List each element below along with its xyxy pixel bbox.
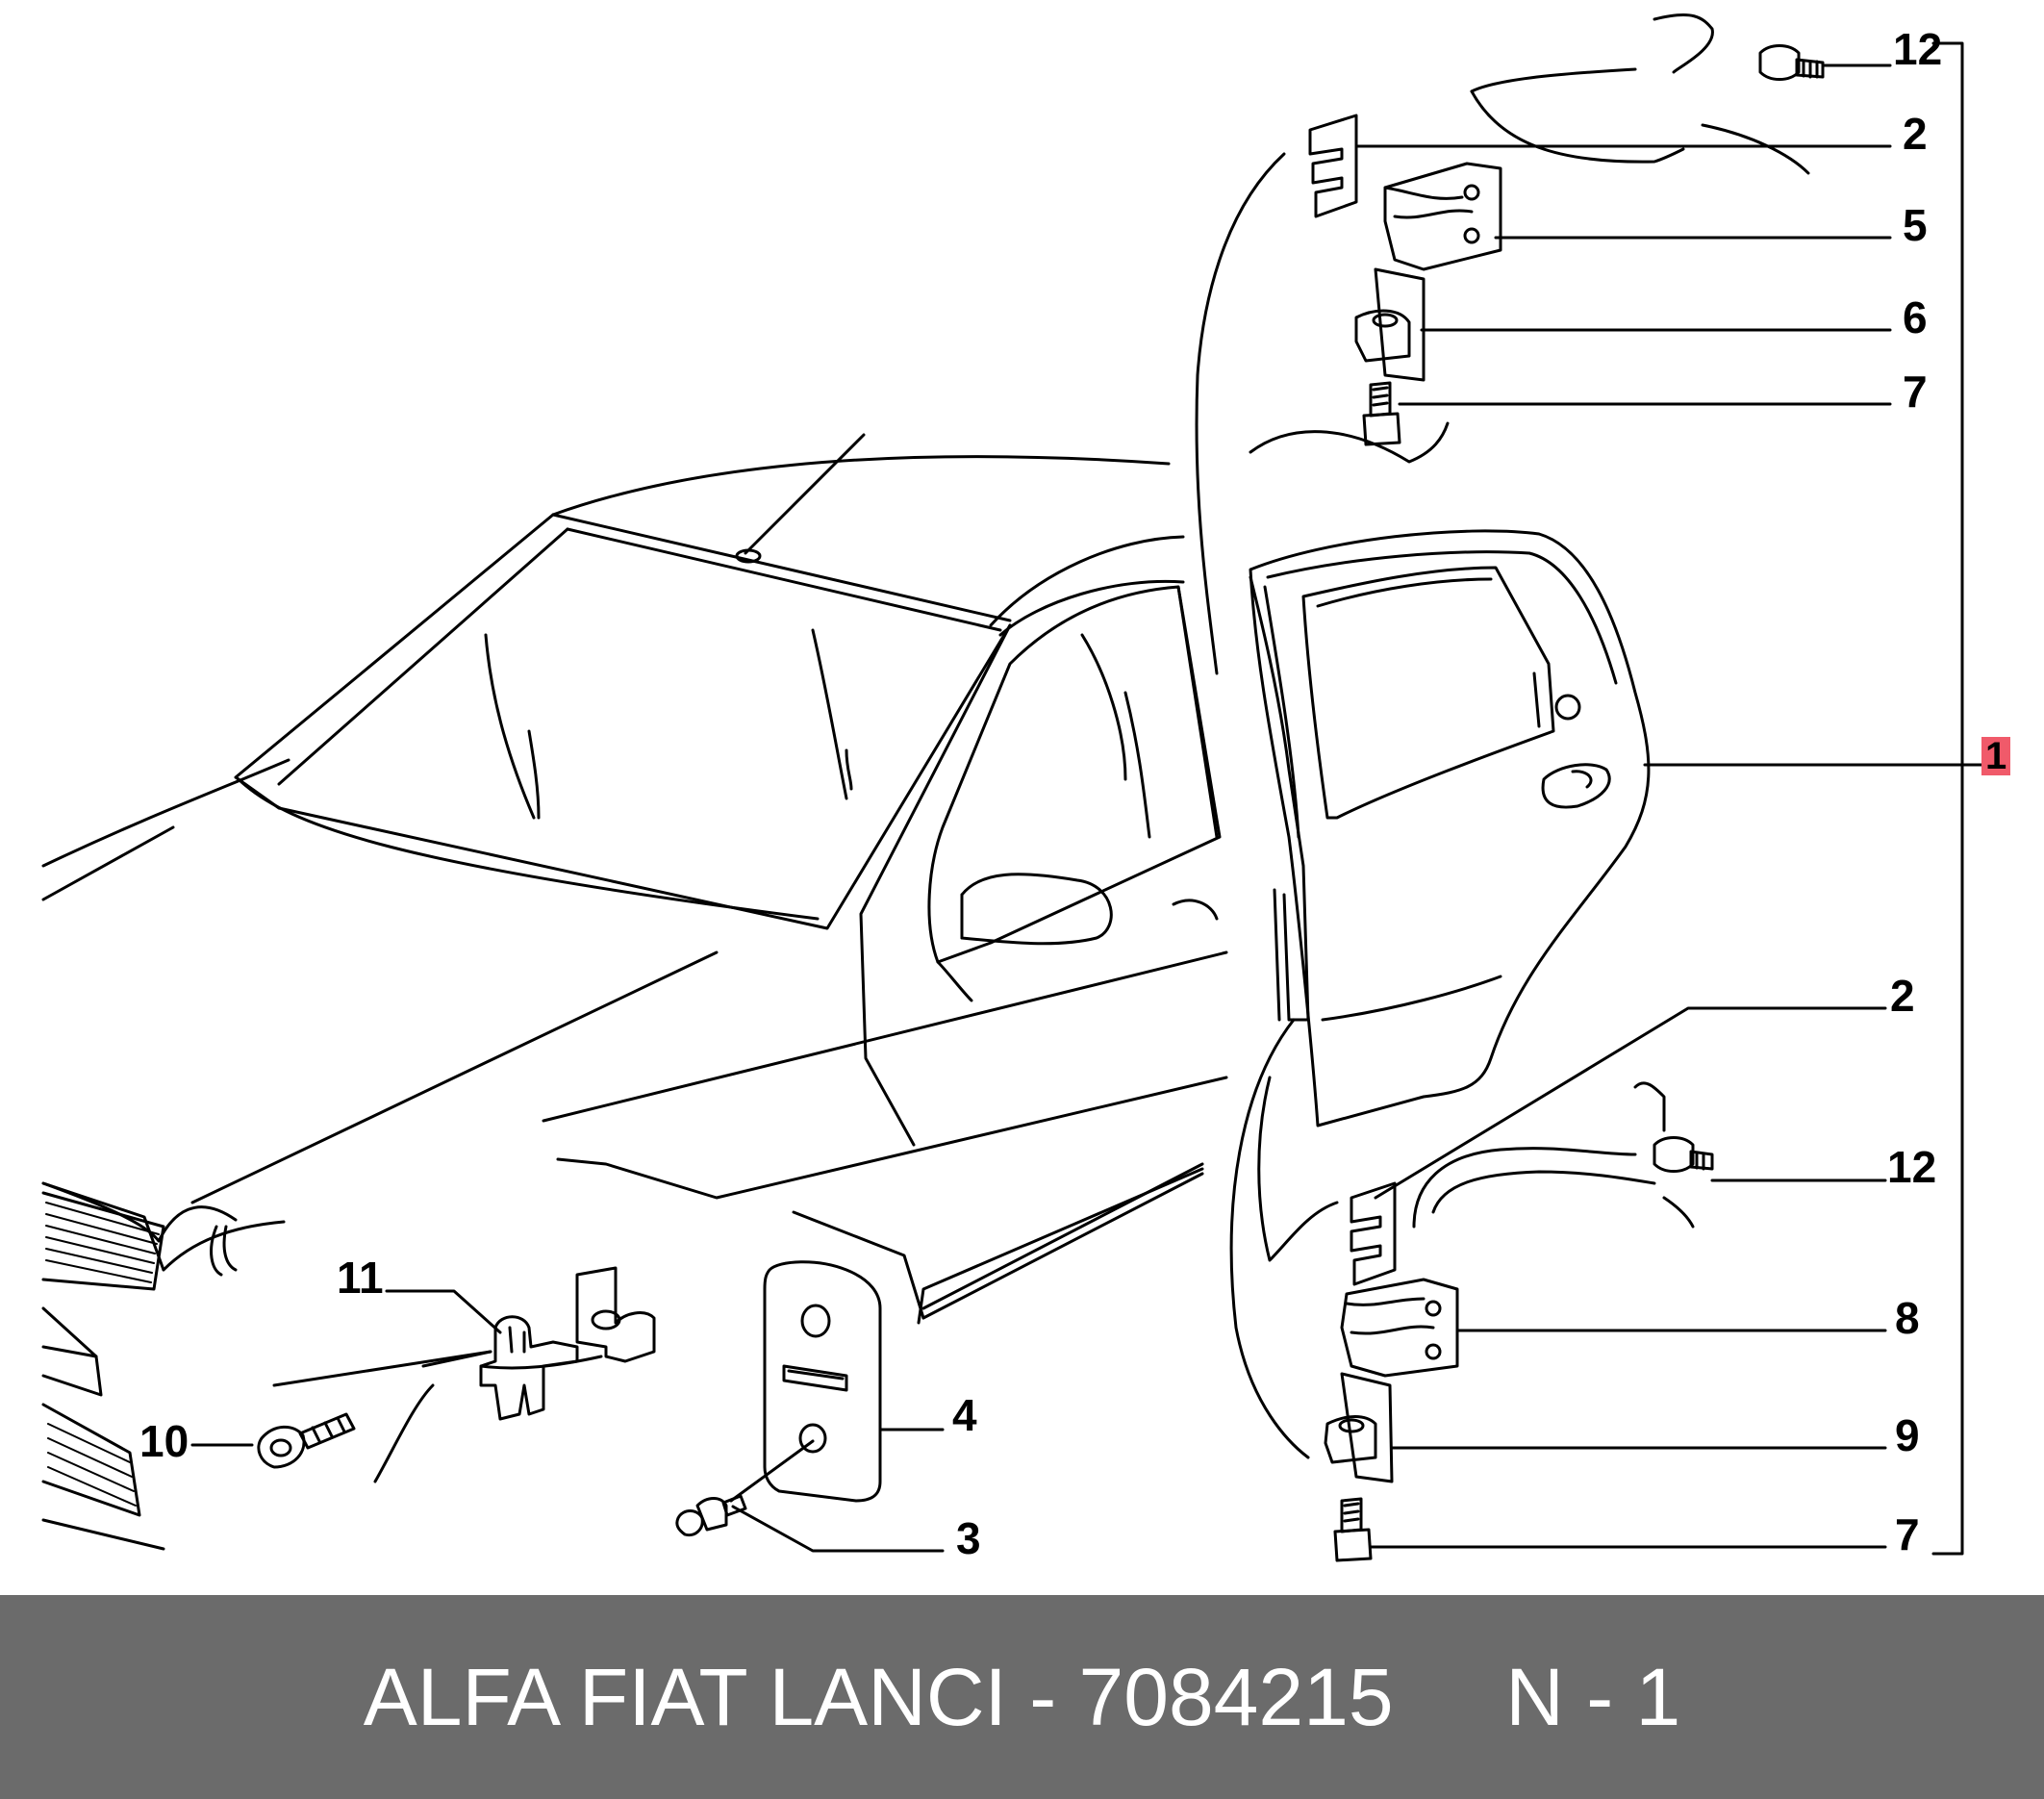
callout-8: 8 <box>1895 1293 1920 1343</box>
callout-4: 4 <box>952 1390 977 1440</box>
callout-2-top: 2 <box>1903 109 1928 159</box>
callout-10: 10 <box>139 1416 189 1466</box>
front-parts-group <box>259 1262 880 1535</box>
callout-6: 6 <box>1903 292 1928 342</box>
part-number-footer: ALFA FIAT LANCI - 7084215 N - 1 <box>0 1595 2044 1799</box>
callout-12-top: 12 <box>1893 24 1943 74</box>
callout-12-bottom: 12 <box>1887 1142 1937 1192</box>
upper-hinge-group <box>1197 14 1823 673</box>
callout-3: 3 <box>956 1513 981 1563</box>
rear-door-part-1 <box>1250 531 1649 1126</box>
callout-9: 9 <box>1895 1410 1920 1460</box>
lower-hinge-group <box>1231 1020 1712 1560</box>
callout-11: 11 <box>337 1253 384 1303</box>
footer-part-number-text: ALFA FIAT LANCI - 7084215 N - 1 <box>363 1651 1681 1742</box>
car-body-outline <box>43 435 1226 1549</box>
exploded-parts-drawing <box>0 0 2044 1595</box>
callout-5: 5 <box>1903 200 1928 250</box>
leader-lines <box>192 43 1996 1554</box>
callout-1: 1 <box>1981 737 2011 775</box>
callout-7-bottom: 7 <box>1895 1509 1920 1559</box>
callout-7-top: 7 <box>1903 367 1928 417</box>
callout-2-bottom: 2 <box>1890 971 1915 1021</box>
